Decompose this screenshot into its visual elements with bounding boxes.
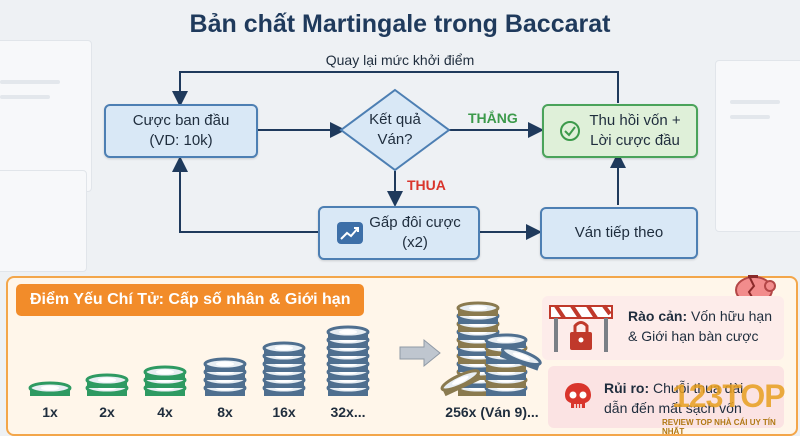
chip: [456, 301, 500, 316]
initial-bet-line1: Cược ban đầu: [132, 112, 230, 129]
loop-back-arrow: [172, 71, 619, 107]
lose-label: THUA: [407, 177, 446, 193]
win-label: THẮNG: [468, 110, 518, 126]
multiplier-label-8x: 8x: [217, 404, 233, 420]
multiplier-label-4x: 4x: [157, 404, 173, 420]
checkmark-icon: [560, 121, 581, 141]
chip: [484, 333, 528, 348]
double-back-arrow: [172, 156, 318, 233]
decision-text: Kết quả Ván?: [355, 110, 435, 150]
flow-connectors: [172, 71, 626, 240]
trending-up-icon: [337, 222, 364, 244]
risk-text-line2: dẫn đến mất sạch vốn: [604, 400, 742, 416]
barrier-text: Rào cản: Vốn hữu hạn & Giới hạn bàn cược: [628, 306, 784, 346]
chip: [262, 341, 306, 356]
win-node: Thu hồi vốn + Lời cược đầu: [542, 104, 698, 158]
barrier-text-line1: Vốn hữu hạn: [687, 308, 773, 324]
next-round-node: Ván tiếp theo: [540, 207, 698, 259]
risk-text: Rủi ro: Chuỗi thua dài dẫn đến mất sạch …: [604, 378, 784, 418]
initial-bet-node: Cược ban đầu (VD: 10k): [104, 104, 258, 158]
weakness-panel-title: Điểm Yếu Chí Tử: Cấp số nhân & Giới hạn: [16, 284, 365, 316]
background-line: [0, 95, 50, 99]
loop-label: Quay lại mức khởi điểm: [325, 52, 475, 68]
decision-line2: Ván?: [377, 131, 413, 148]
decision-diamond: [339, 88, 451, 172]
win-line2: Lời cược đầu: [590, 132, 680, 149]
next-line1: Ván tiếp theo: [574, 224, 664, 241]
multiplier-label-1x: 1x: [42, 404, 58, 420]
chip: [326, 325, 370, 340]
double-line2: (x2): [402, 234, 428, 251]
background-line: [0, 80, 60, 84]
roadblock-lock-icon: [549, 304, 613, 352]
risk-label: Rủi ro:: [604, 380, 650, 396]
double-line1: Gấp đôi cược: [369, 214, 461, 231]
multiplier-label-16x: 16x: [272, 404, 296, 420]
decision-line1: Kết quả: [369, 111, 421, 128]
chip: [203, 357, 247, 372]
win-line1: Thu hồi vốn +: [589, 112, 681, 129]
chip: [28, 381, 72, 396]
chip: [440, 369, 482, 397]
watermark-tagline: REVIEW TOP NHÀ CÁI UY TÍN NHẤT: [662, 418, 776, 436]
background-document-left-2: [0, 170, 87, 272]
background-line: [730, 115, 770, 119]
chip: [499, 346, 542, 371]
multiplier-label-256x: 256x (Ván 9)...: [445, 404, 539, 420]
background-document-right: [715, 60, 800, 232]
page-title: Bản chất Martingale trong Baccarat: [189, 10, 611, 38]
multiplier-label-2x: 2x: [99, 404, 115, 420]
double-bet-node: Gấp đôi cược (x2): [318, 206, 480, 260]
chip: [143, 365, 187, 380]
barrier-text-line2: & Giới hạn bàn cược: [628, 328, 759, 344]
watermark-logo: 123TOP: [672, 378, 786, 414]
background-document-left: [0, 40, 92, 192]
skull-icon: [565, 383, 591, 408]
chip: [85, 373, 129, 388]
barrier-label: Rào cản:: [628, 308, 688, 324]
background-line: [730, 100, 780, 104]
escalation-arrow-icon: [399, 338, 441, 368]
initial-bet-line2: (VD: 10k): [149, 132, 213, 149]
risk-text-line1: Chuỗi thua dài: [649, 380, 744, 396]
multiplier-label-32x: 32x...: [330, 404, 366, 420]
